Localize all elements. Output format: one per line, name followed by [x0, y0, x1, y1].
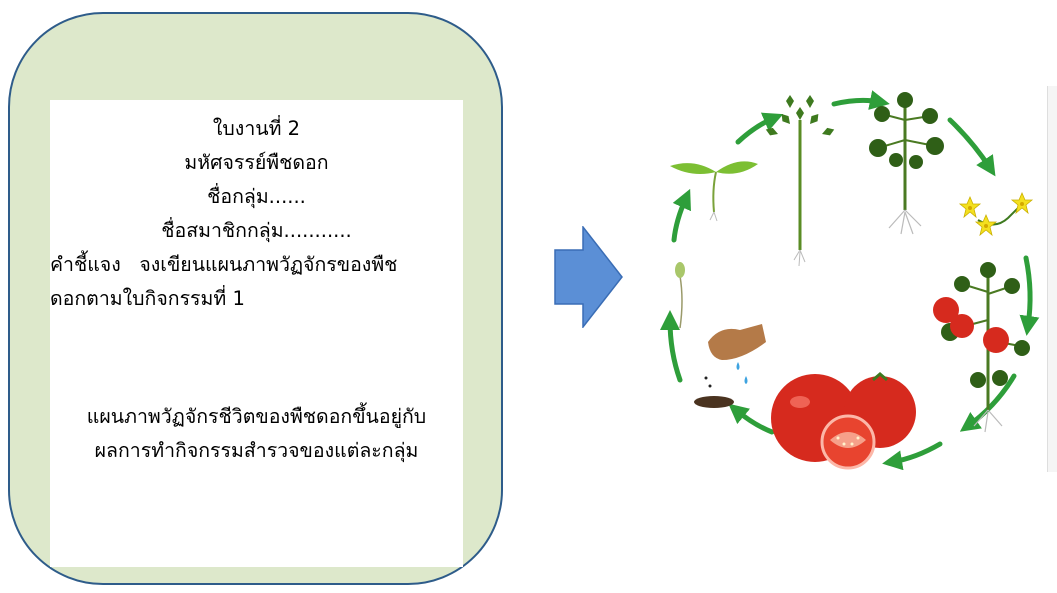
worksheet-title: ใบงานที่ 2: [212, 117, 301, 140]
cycle-arrows: [660, 90, 1040, 470]
tomato-fruits-icon: [771, 372, 916, 470]
image-frame-edge: [1047, 86, 1057, 472]
flowers-icon: [959, 192, 1033, 236]
leafy-plant-icon: [869, 92, 944, 235]
right-arrow-icon: [554, 226, 623, 328]
fruiting-plant-icon: [933, 262, 1030, 433]
note-line-1: แผนภาพวัฏจักรชีวิตของพืชดอกขึ้นอยู่กับ: [86, 405, 427, 428]
worksheet-subtitle: มหัศจรรย์พืชดอก: [184, 151, 329, 174]
instruction-line-2: ดอกตามใบกิจกรรมที่ 1: [50, 287, 245, 310]
group-members-line: ชื่อสมาชิกกลุ่ม...........: [161, 219, 352, 242]
young-plant-icon: [764, 95, 836, 267]
seedling-icon: [670, 161, 758, 222]
note-line-2: ผลการทำกิจกรรมสำรวจของแต่ละกลุ่ม: [94, 439, 419, 462]
worksheet-sheet: ใบงานที่ 2 มหัศจรรย์พืชดอก ชื่อกลุ่ม....…: [50, 100, 463, 567]
sprouting-seed-icon: [675, 262, 685, 329]
instruction-line-1: คำชี้แจง จงเขียนแผนภาพวัฏจักรของพืช: [50, 253, 398, 276]
group-name-line: ชื่อกลุ่ม......: [207, 185, 306, 208]
tomato-life-cycle-illustration: [660, 90, 1040, 470]
hand-sowing-seeds-icon: [694, 324, 766, 408]
